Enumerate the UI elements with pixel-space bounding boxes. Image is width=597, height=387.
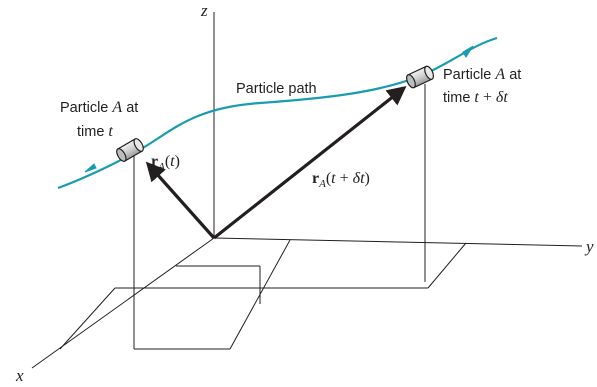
z-axis-label: z [200,1,208,20]
y-axis-label: y [584,237,594,256]
particle-end-label-line2: time t + δt [443,89,508,106]
particle-start-cylinder [116,138,144,162]
x-axis-label: x [15,366,24,385]
particle-end-cylinder [405,65,435,89]
path-arrowhead-left [84,163,97,173]
particle-path-curve [57,36,498,190]
particle-end-label-line1: Particle A at [443,66,521,83]
particle-start-label-line2: time t [77,123,113,140]
particle-start-label-line1: Particle A at [60,99,138,116]
particle-path-label: Particle path [236,81,317,97]
vector-end-label: rA(t + δt) [312,170,370,190]
projection-lines-start [133,153,291,350]
path-arrowhead-right [462,45,474,58]
projection-lines-end [59,84,467,350]
position-vector-start [145,161,216,240]
position-vector-end [213,86,407,240]
vector-start-label: rA(t) [151,153,180,173]
y-axis [213,237,583,247]
